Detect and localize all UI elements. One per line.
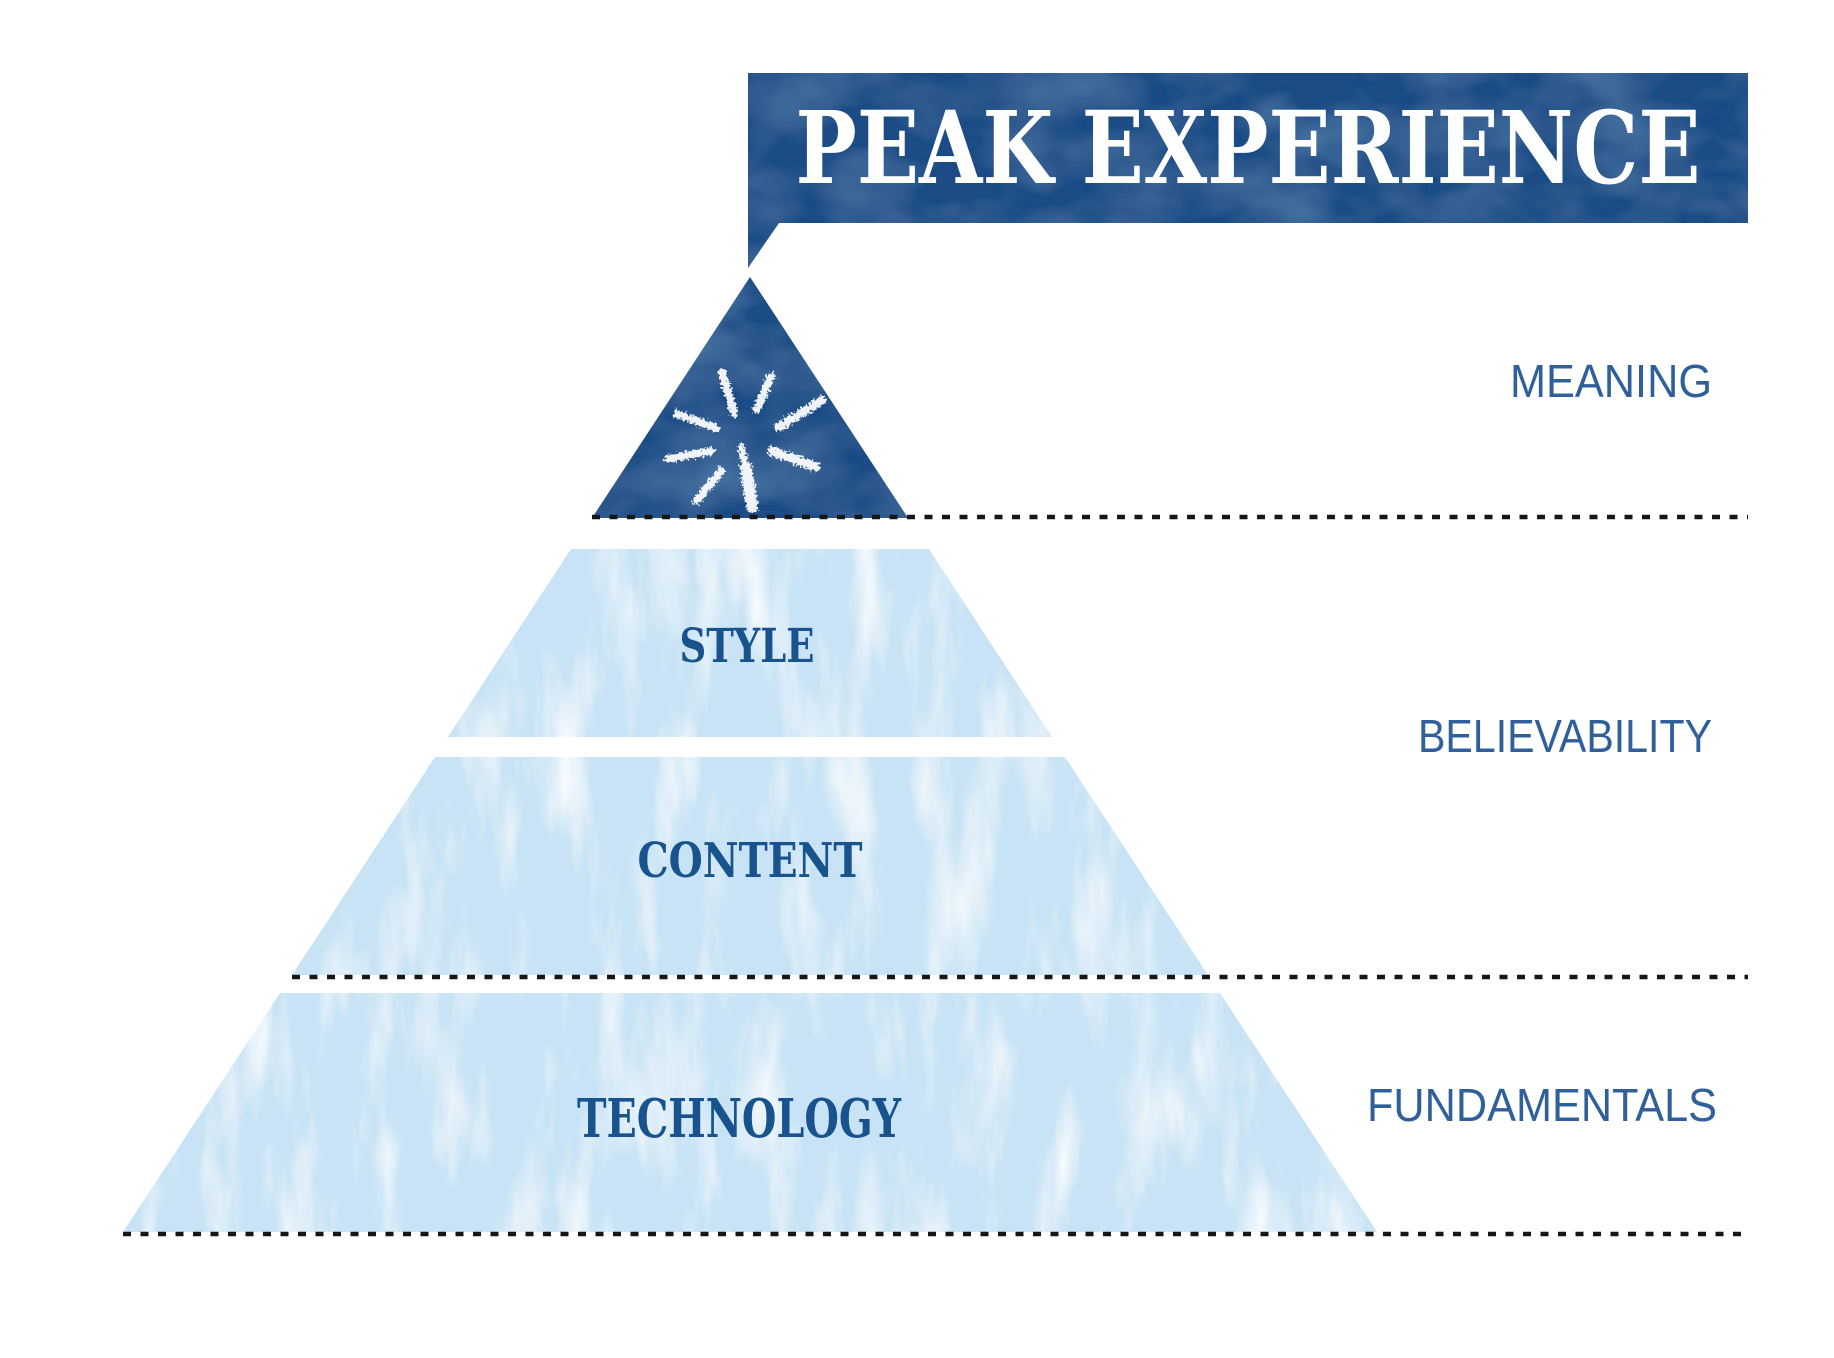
starburst-ray <box>767 446 821 472</box>
pyramid-level-style <box>448 549 1052 737</box>
pyramid-level-technology <box>123 993 1377 1232</box>
tier-label-meaning: MEANING <box>1510 355 1712 407</box>
starburst-ray <box>664 447 715 463</box>
tier-label-believability: BELIEVABILITY <box>1418 710 1712 762</box>
pyramid-level-content-label: CONTENT <box>638 833 863 889</box>
tier-labels: MEANING BELIEVABILITY FUNDAMENTALS <box>1367 355 1717 1131</box>
starburst-icon <box>664 369 827 513</box>
banner-background <box>748 73 1748 223</box>
pyramid-level-technology-label: TECHNOLOGY <box>577 1088 902 1150</box>
starburst-ray <box>718 369 738 417</box>
tier-label-fundamentals: FUNDAMENTALS <box>1367 1079 1717 1131</box>
pyramid-level-content <box>292 757 1208 975</box>
starburst-ray <box>737 443 748 465</box>
starburst-ray <box>753 372 775 413</box>
pyramid-level-style-label: STYLE <box>680 619 815 674</box>
starburst-ray <box>673 410 720 432</box>
starburst-ray <box>774 395 827 432</box>
banner: PEAK EXPERIENCE <box>748 73 1748 268</box>
pyramid: STYLE CONTENT TECHNOLOGY <box>123 277 1377 1232</box>
starburst-ray <box>692 467 725 505</box>
banner-title: PEAK EXPERIENCE <box>796 89 1701 207</box>
banner-tail <box>748 223 779 268</box>
divider-lines <box>123 514 1748 1237</box>
starburst-ray <box>740 462 758 513</box>
